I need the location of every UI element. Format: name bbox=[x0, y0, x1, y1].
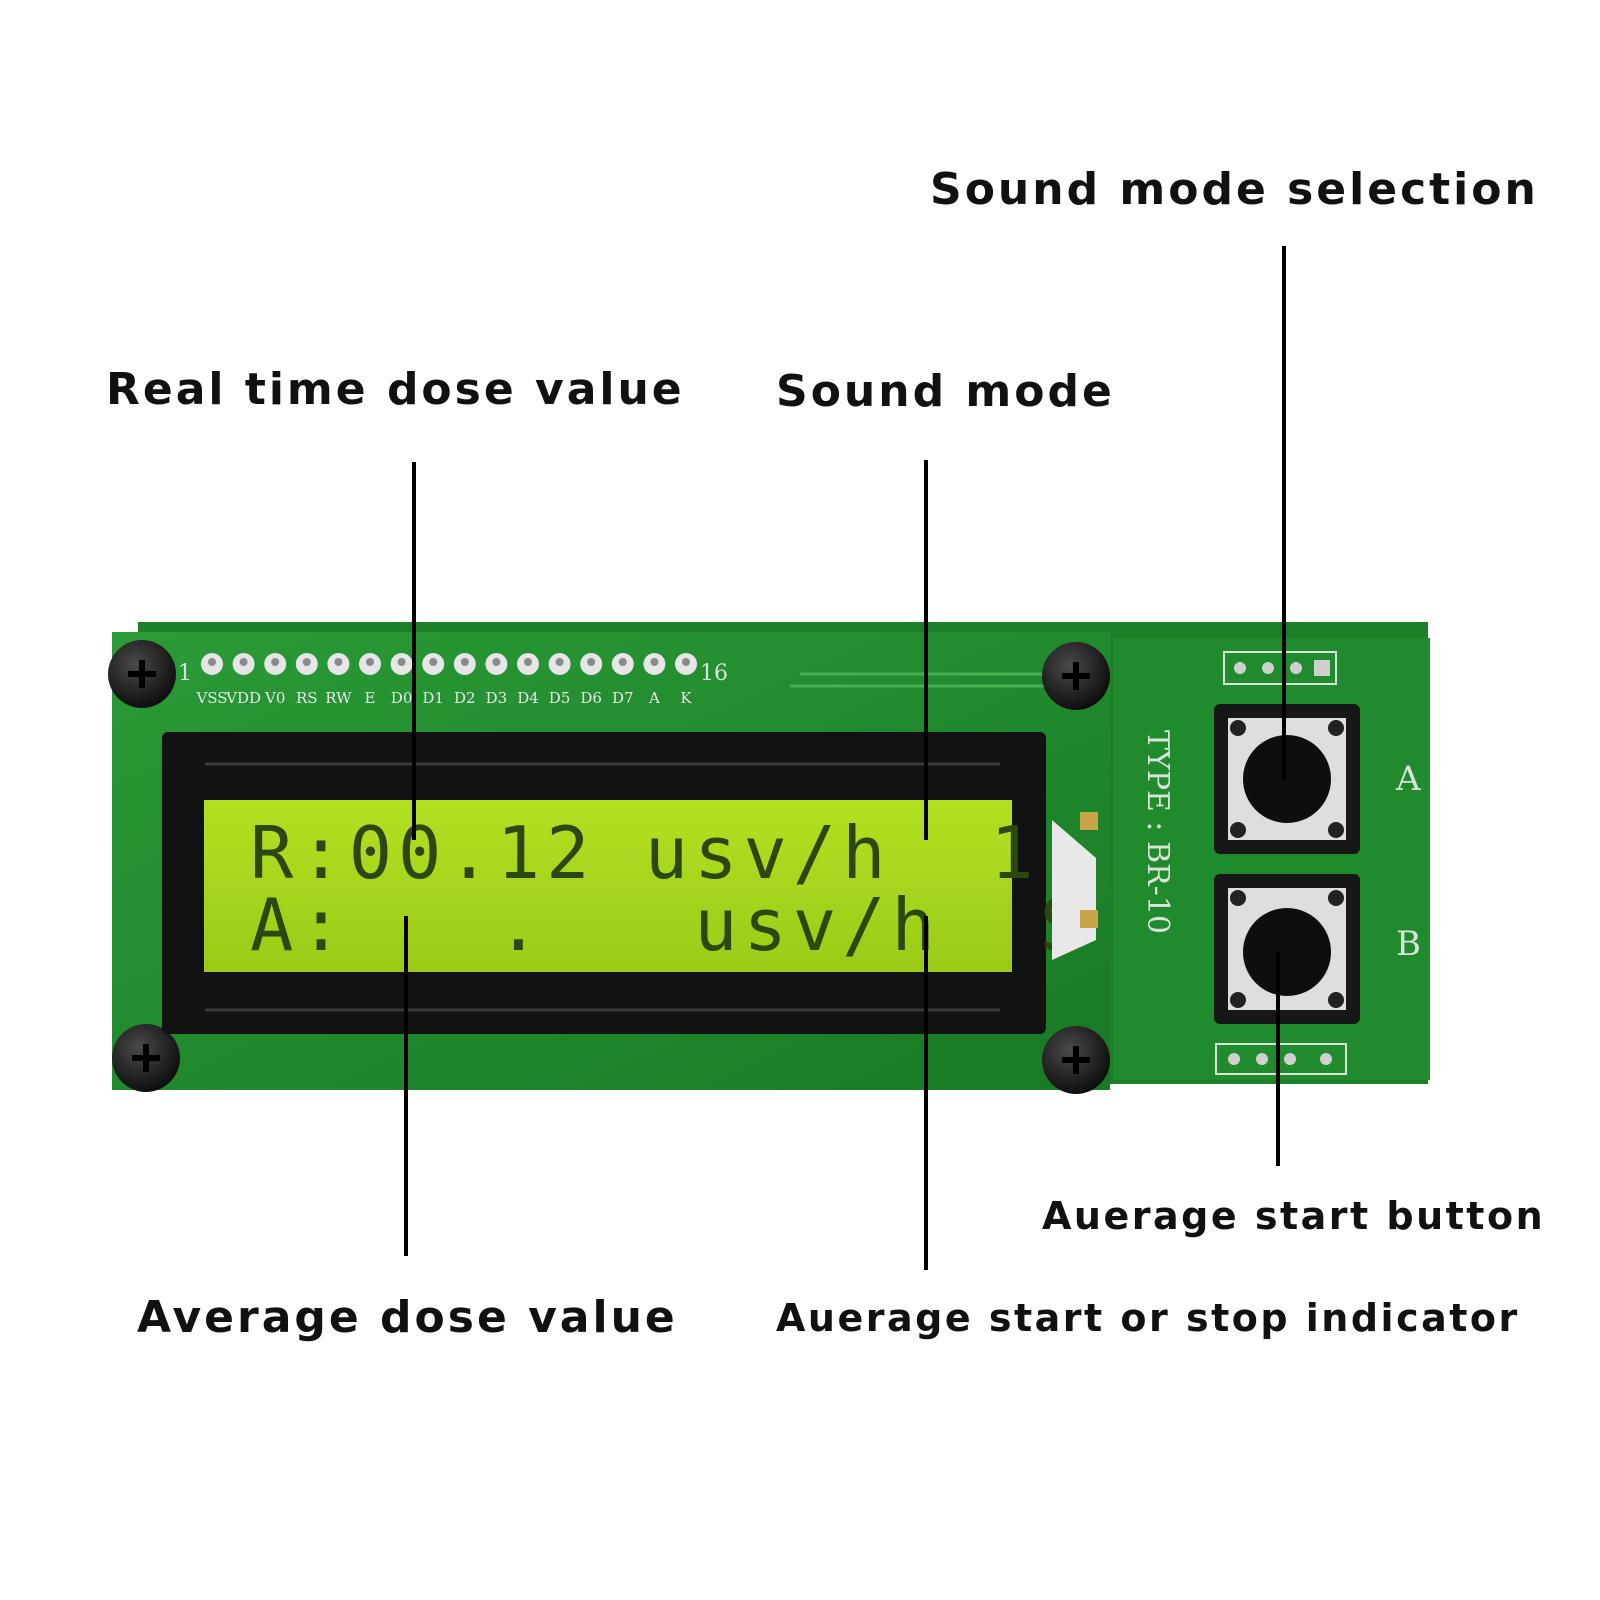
header-pin-hole bbox=[366, 658, 374, 666]
pin-name-label: D1 bbox=[422, 689, 444, 707]
leader-average-start-stop-indicator bbox=[924, 916, 928, 1270]
callout-average-start-stop-indicator: Auerage start or stop indicator bbox=[776, 1296, 1520, 1340]
pin-name-label: D6 bbox=[580, 689, 602, 707]
button-a[interactable] bbox=[1214, 704, 1360, 854]
callout-real-time-dose-value: Real time dose value bbox=[106, 364, 685, 415]
leader-average-start-button bbox=[1276, 952, 1280, 1166]
pin-name-label: D4 bbox=[517, 689, 539, 707]
pin-name-label: D0 bbox=[391, 689, 413, 707]
pin-name-label: D2 bbox=[454, 689, 476, 707]
button-a-label: A bbox=[1395, 759, 1421, 799]
header-pins bbox=[201, 653, 697, 675]
callout-average-start-button: Auerage start button bbox=[1042, 1194, 1546, 1238]
pin-name-label: VDD bbox=[225, 689, 261, 707]
pin-name-label: D5 bbox=[549, 689, 571, 707]
callout-average-dose-value: Average dose value bbox=[137, 1292, 678, 1343]
pin-name-label: RW bbox=[325, 689, 352, 707]
button-b[interactable] bbox=[1214, 874, 1360, 1024]
header-pin-hole bbox=[587, 658, 596, 666]
pin-first-label: 1 bbox=[178, 661, 192, 686]
callout-sound-mode: Sound mode bbox=[776, 366, 1115, 417]
header-pin-hole bbox=[492, 658, 501, 666]
header-pin-hole bbox=[208, 658, 216, 666]
callout-sound-mode-selection: Sound mode selection bbox=[930, 164, 1539, 215]
pin-name-label: D7 bbox=[612, 689, 634, 707]
header-pin-hole bbox=[271, 658, 280, 666]
pin-name-label: E bbox=[365, 689, 376, 707]
header-pin-hole bbox=[302, 658, 311, 666]
header-pin-hole bbox=[524, 658, 532, 666]
screw-top-left bbox=[108, 640, 176, 708]
header-pin-hole bbox=[682, 658, 690, 666]
lcd-screen bbox=[204, 800, 1012, 972]
pin-name-label: VSS bbox=[195, 689, 227, 707]
header-pin-hole bbox=[460, 658, 469, 666]
header-pin-hole bbox=[397, 658, 406, 666]
header-pin-hole bbox=[555, 658, 564, 666]
pin-name-label: K bbox=[680, 689, 692, 707]
pin-name-label: V0 bbox=[264, 689, 285, 707]
leader-sound-mode bbox=[924, 460, 928, 840]
screw-top-right bbox=[1042, 642, 1110, 710]
screw-bottom-left bbox=[112, 1024, 180, 1092]
leader-real-time-dose-value bbox=[412, 462, 416, 840]
lcd-line-1: R:00.12 usv/h 1 bbox=[250, 811, 1040, 895]
button-b-label: B bbox=[1396, 924, 1421, 964]
screw-bottom-right bbox=[1042, 1026, 1110, 1094]
pin-name-label: D3 bbox=[486, 689, 508, 707]
pin-name-label: RS bbox=[296, 689, 318, 707]
pin-last-label: 16 bbox=[700, 661, 728, 686]
header-pin-hole bbox=[618, 658, 627, 666]
type-label: TYPE : BR-10 bbox=[1140, 730, 1175, 934]
header-pin-hole bbox=[429, 658, 438, 666]
lcd-line-2: A: . usv/h S bbox=[250, 883, 1089, 967]
leader-average-dose-value bbox=[404, 916, 408, 1256]
pin-name-label: A bbox=[648, 689, 660, 707]
header-pin-hole bbox=[650, 658, 659, 666]
header-pin-hole bbox=[239, 658, 248, 666]
header-pin-hole bbox=[334, 658, 343, 666]
leader-sound-mode-selection bbox=[1282, 246, 1286, 780]
